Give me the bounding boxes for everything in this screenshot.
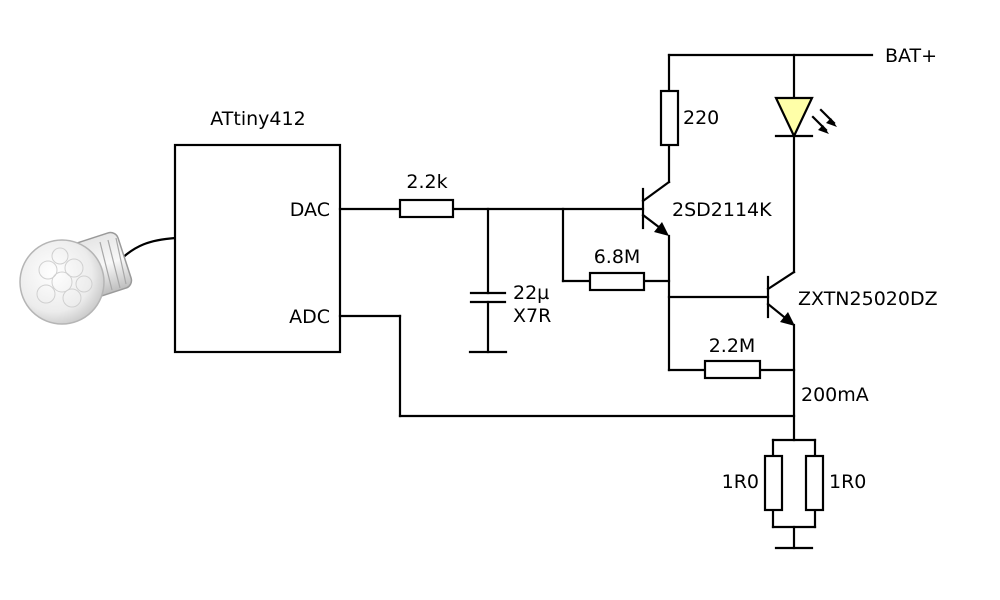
label-supply: BAT+ xyxy=(885,45,937,67)
label-cap-value: 22µ xyxy=(513,282,549,304)
label-r-feedback: 6.8M xyxy=(594,246,641,268)
resistor-220 xyxy=(659,89,680,147)
label-q2: ZXTN25020DZ xyxy=(798,288,938,310)
mcu-name: ATtiny412 xyxy=(210,108,305,130)
label-r-base: 2.2M xyxy=(709,335,756,357)
mcu-pin-adc: ADC xyxy=(289,306,330,328)
label-r-dac: 2.2k xyxy=(406,171,447,193)
label-r-collector: 220 xyxy=(683,107,719,129)
resistor-6-8m xyxy=(588,271,646,292)
wires xyxy=(338,53,874,550)
label-r-shunt-right: 1R0 xyxy=(829,471,866,493)
transistor-q2 xyxy=(766,270,796,326)
label-cap-type: X7R xyxy=(513,305,551,327)
resistor-shunt-left xyxy=(763,454,784,512)
resistor-2-2m xyxy=(703,359,762,380)
label-current: 200mA xyxy=(801,384,869,406)
led-icon xyxy=(774,96,837,139)
resistor-2-2k xyxy=(398,198,455,219)
transistor-q1 xyxy=(641,180,671,236)
label-q1: 2SD2114K xyxy=(672,199,772,221)
pir-sensor-icon xyxy=(19,231,177,325)
mcu-pin-dac: DAC xyxy=(290,199,330,221)
label-r-shunt-left: 1R0 xyxy=(722,471,759,493)
resistor-shunt-right xyxy=(804,454,825,512)
capacitor-22u xyxy=(469,291,507,304)
attiny412-chip xyxy=(173,143,342,354)
